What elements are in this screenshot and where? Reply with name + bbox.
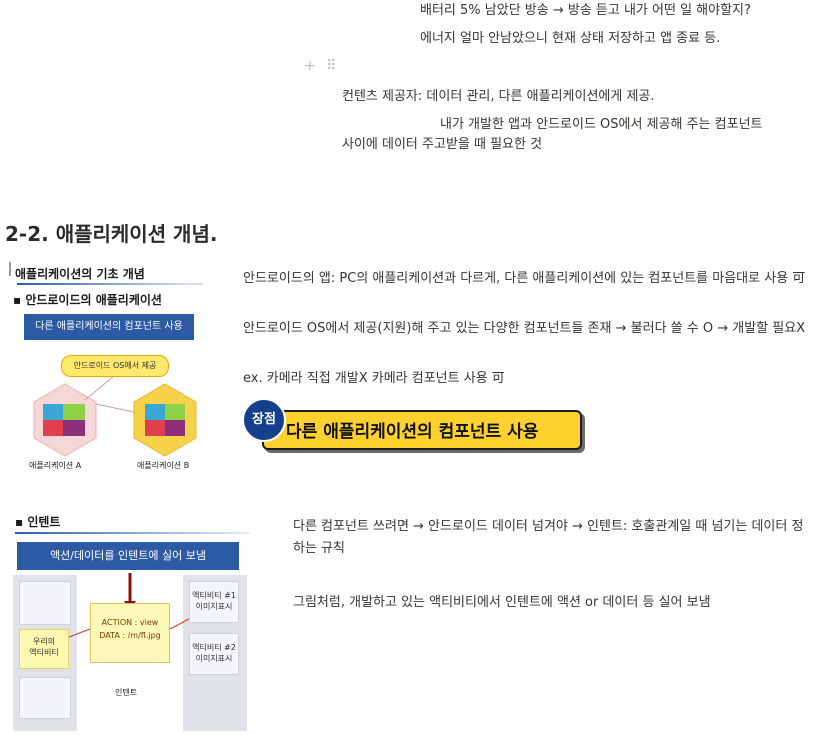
connector-left [68, 628, 91, 638]
figure-subtitle-text: 안드로이드의 애플리케이션 [25, 293, 162, 307]
content-provider-detail-1: 내가 개발한 앱과 안드로이드 OS에서 제공해 주는 컴포넌트 [440, 117, 763, 132]
bullet-icon: ▪ [15, 515, 28, 529]
camera-example: ex. 카메라 직접 개발X 카메라 컴포넌트 사용 可 [243, 371, 505, 386]
puzzle-icon-b [145, 404, 185, 436]
puzzle-icon-a [43, 404, 85, 436]
intent-note: ACTION : view DATA : /m/fl.jpg [90, 603, 170, 663]
intent-figure: ▪ 인텐트 액션/데이터를 인텐트에 실어 보냄 우리의 액티비티 액티비티 #… [5, 511, 250, 731]
connector-right [169, 618, 190, 630]
advantage-badge: 다른 애플리케이션의 컴포넌트 사용 장점 [242, 398, 587, 456]
link-line [95, 403, 135, 413]
activity-2-note: 액티비티 #2 이미지표시 [189, 633, 239, 675]
app-paragraph: 안드로이드의 앱: PC의 애플리케이션과 다르게, 다른 애플리케이션에 있는… [243, 271, 806, 286]
intent-blue-label: 액션/데이터를 인텐트에 실어 보냄 [17, 542, 239, 570]
intent-data: DATA : /m/fl.jpg [99, 631, 161, 640]
blank-note [19, 581, 71, 625]
title-underline [17, 283, 203, 285]
label-app-b: 애플리케이션 B [137, 461, 190, 470]
bubble-pointer [84, 375, 115, 401]
speech-bubble: 안드로이드 OS에서 제공 [61, 355, 169, 377]
figure-subtitle: ▪ 안드로이드의 애플리케이션 [13, 291, 162, 308]
intent-example-paragraph: 그림처럼, 개발하고 있는 액티비티에서 인텐트에 액션 or 데이터 등 실어… [293, 595, 711, 610]
figure-title: 애플리케이션의 기초 개념 [15, 267, 145, 281]
figure-graphics [9, 262, 197, 457]
intent-figure-title-text: 인텐트 [27, 515, 61, 529]
block-handle[interactable]: + ⠿ [304, 58, 342, 74]
section-heading: 2-2. 애플리케이션 개념. [5, 222, 218, 246]
advantage-text: 다른 애플리케이션의 컴포넌트 사용 [262, 410, 582, 450]
intent-paragraph: 다른 컴포넌트 쓰려면 → 안드로이드 데이터 넘겨야 → 인텐트: 호출관계일… [293, 519, 804, 556]
battery-line: 배터리 5% 남았단 방송 → 방송 듣고 내가 어떤 일 해야할지? [420, 3, 751, 18]
os-component-paragraph: 안드로이드 OS에서 제공(지원)해 주고 있는 다양한 컴포넌트들 존재 → … [243, 321, 806, 336]
energy-line: 에너지 얼마 안남았으니 현재 상태 저장하고 앱 종료 등. [420, 31, 721, 46]
bullet-icon: ▪ [13, 293, 26, 307]
blank-note [19, 677, 71, 719]
advantage-circle: 장점 [242, 398, 286, 442]
activity-1-note: 액티비티 #1 이미지표시 [189, 581, 239, 623]
blue-label: 다른 애플리케이션의 컴포넌트 사용 [24, 314, 194, 340]
drag-handle-icon[interactable]: ⠿ [326, 58, 337, 74]
title-underline [15, 532, 250, 534]
intent-figure-title: ▪ 인텐트 [15, 513, 60, 530]
plus-icon[interactable]: + [304, 58, 316, 74]
our-activity-note: 우리의 액티비티 [19, 629, 69, 669]
intent-action: ACTION : view [101, 618, 159, 627]
label-app-a: 애플리케이션 A [29, 461, 82, 470]
app-concept-figure: 애플리케이션의 기초 개념 ▪ 안드로이드의 애플리케이션 다른 애플리케이션의… [5, 262, 205, 480]
content-provider-detail-2: 사이에 데이터 주고받을 때 필요한 것 [342, 137, 543, 152]
intent-label: 인텐트 [115, 688, 138, 697]
content-provider-line: 컨텐츠 제공자: 데이터 관리, 다른 애플리케이션에게 제공. [342, 89, 655, 104]
